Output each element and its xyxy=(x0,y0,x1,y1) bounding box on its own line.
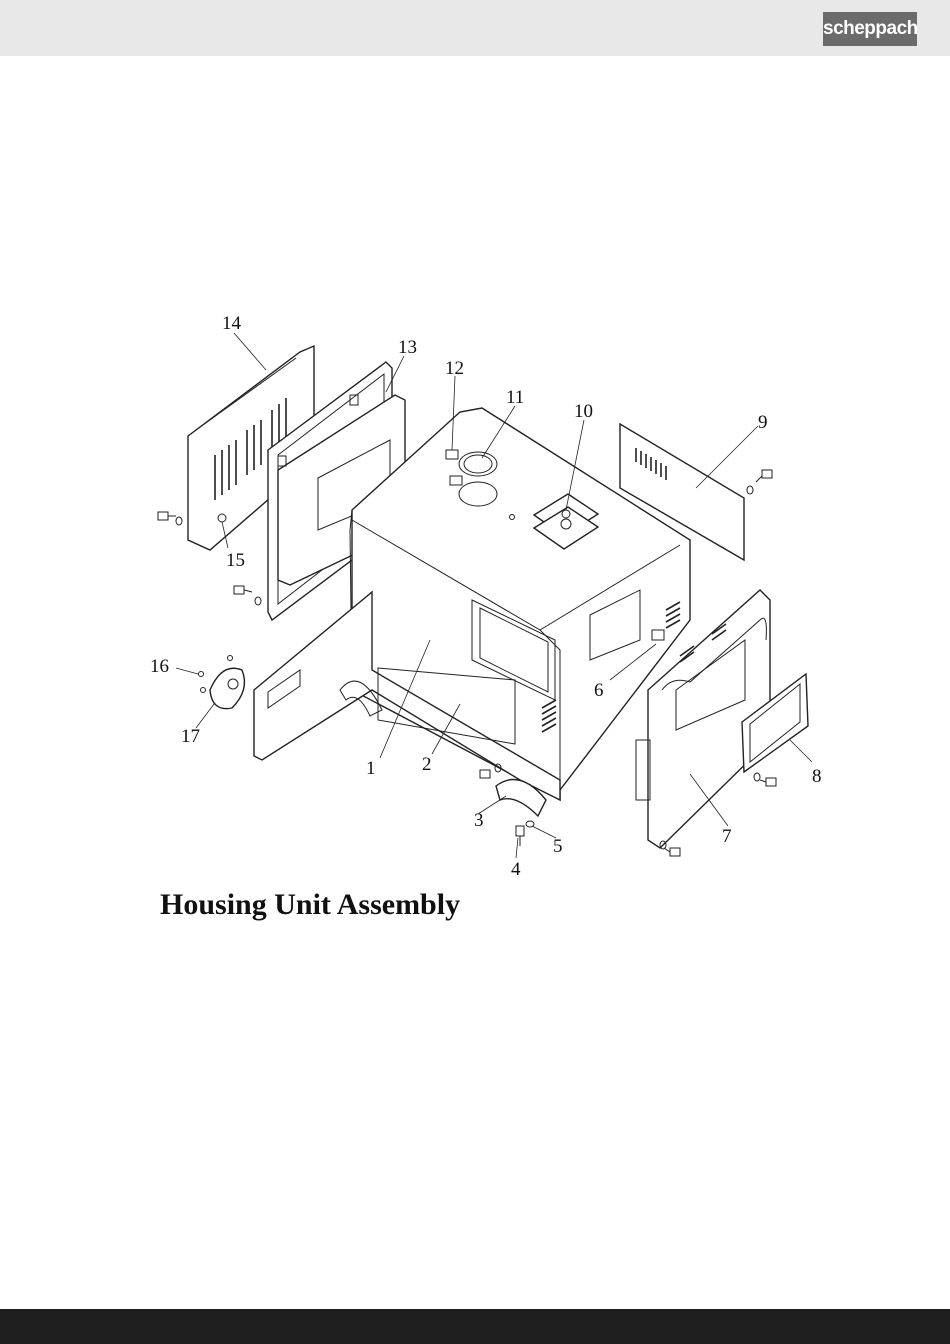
callout-17: 17 xyxy=(181,726,200,747)
callout-6: 6 xyxy=(594,680,604,701)
callout-4: 4 xyxy=(511,859,521,880)
callout-7: 7 xyxy=(722,826,732,847)
part-17-latch xyxy=(210,668,244,708)
callout-2: 2 xyxy=(422,754,432,775)
callout-10: 10 xyxy=(574,401,593,422)
callout-16: 16 xyxy=(150,656,169,677)
callout-12: 12 xyxy=(445,358,464,379)
callout-3: 3 xyxy=(474,810,484,831)
diagram-title: Housing Unit Assembly xyxy=(160,888,460,922)
callout-13: 13 xyxy=(398,337,417,358)
callout-1: 1 xyxy=(366,758,376,779)
callout-14: 14 xyxy=(222,313,242,334)
callout-15: 15 xyxy=(226,550,245,571)
callout-9: 9 xyxy=(758,412,768,433)
page-footer xyxy=(0,1309,950,1344)
callout-11: 11 xyxy=(506,387,524,408)
callout-5: 5 xyxy=(553,836,563,857)
callout-8: 8 xyxy=(812,766,822,787)
